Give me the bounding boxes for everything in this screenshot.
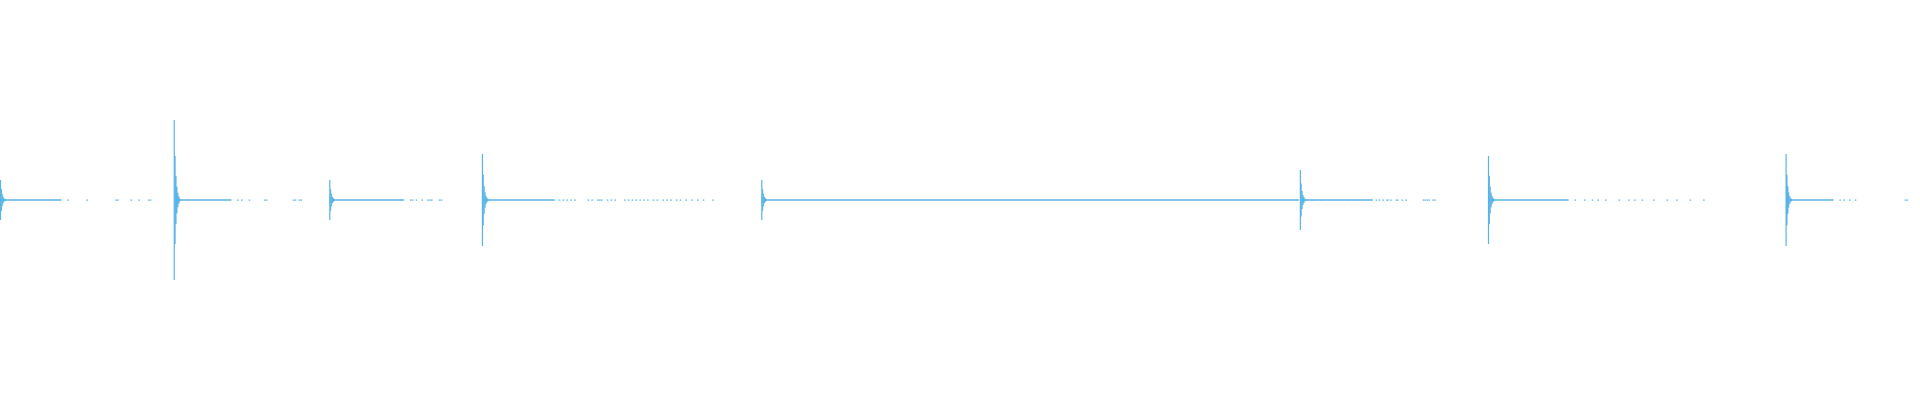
waveform-dot [130,199,133,201]
waveform-dot [574,199,576,201]
waveform-dot [294,199,297,201]
waveform-dot [643,199,645,201]
waveform-dot [1422,199,1425,201]
waveform-dot [264,199,266,201]
waveform-dot [1395,199,1398,201]
waveform-dot [558,199,561,201]
waveform-dot [265,199,268,201]
waveform-dot [1854,199,1857,201]
waveform-dot [1424,199,1427,201]
waveform-dot [1386,199,1388,201]
waveform-dot [1653,199,1655,201]
waveform-dot [597,199,599,201]
waveform-dot [1904,199,1907,201]
waveform-dot [1426,199,1429,201]
waveform-dot [685,199,688,201]
waveform-dot [1848,199,1851,201]
waveform-dot [666,199,668,201]
waveform-dot [570,199,572,201]
waveform-dot [624,199,626,201]
waveform-dot [1432,199,1434,201]
waveform-dot [1382,199,1384,201]
waveform-dot [1676,199,1678,201]
waveform-dot [300,199,303,201]
waveform-dot [1666,199,1669,201]
waveform-dot [1843,199,1845,201]
waveform-dot [292,199,295,201]
waveform-dot [1434,199,1436,201]
waveform-dot [1396,199,1399,201]
waveform-dot [562,199,565,201]
waveform-dot [1689,199,1692,201]
waveform-dot [421,199,424,201]
waveform-dot [248,199,251,201]
waveform-dot [647,199,649,201]
waveform-dot [679,199,682,201]
waveform-dot [566,199,568,201]
waveform-dot [1405,199,1408,201]
waveform-dot [614,199,616,201]
waveform-dot [1584,199,1586,201]
waveform-dot [587,199,590,201]
waveform-dot [138,199,140,201]
waveform-dot [237,199,239,201]
waveform-dot [1574,199,1576,201]
waveform-dot [1401,199,1404,201]
waveform-dot [656,199,659,201]
waveform-dot [1703,199,1705,201]
waveform-dot [415,199,418,201]
waveform-dot [670,199,672,201]
waveform-dot [1628,199,1630,201]
waveform-dot [147,199,150,201]
waveform-dot [639,199,641,201]
waveform-dot [1605,199,1607,201]
waveform-dot [427,199,429,201]
waveform-dot [1618,199,1621,201]
waveform-dot [702,199,705,201]
waveform-dot [1633,199,1636,201]
waveform-dot [431,199,433,201]
waveform-dot [429,199,431,201]
waveform-dot [240,199,243,201]
waveform-dot [631,199,634,201]
waveform-dot [409,199,412,201]
waveform-dot [1378,199,1381,201]
waveform-dot [599,199,601,201]
waveform-dot [662,199,664,201]
waveform-dot [1839,199,1841,201]
waveform-dot [117,199,119,201]
waveform-dot [1428,199,1431,201]
waveform-dot [298,199,301,201]
waveform-dot [600,199,603,201]
waveform-dot [438,199,441,201]
waveform-dot [115,199,117,201]
waveform-dot [1387,199,1389,201]
waveform-dot [1591,199,1594,201]
waveform-dot [1390,199,1392,201]
waveform-dot [610,199,613,201]
waveform-dot [591,199,593,201]
waveform-dot [691,199,693,201]
waveform-dot [696,199,699,201]
waveform-dot [606,199,609,201]
waveform-dot [1375,199,1378,201]
waveform-dot [635,199,638,201]
waveform-dot [67,199,69,201]
waveform-dot [1906,199,1909,201]
waveform-dot [675,199,678,201]
waveform-dot [86,199,88,201]
waveform-dot [1597,199,1600,201]
waveform-dot [712,199,714,201]
waveform-dot [652,199,655,201]
waveform-dot [149,199,152,201]
waveform-dot [440,199,443,201]
waveform-dot [411,199,414,201]
waveform-dot [1641,199,1644,201]
waveform-dot [627,199,630,201]
